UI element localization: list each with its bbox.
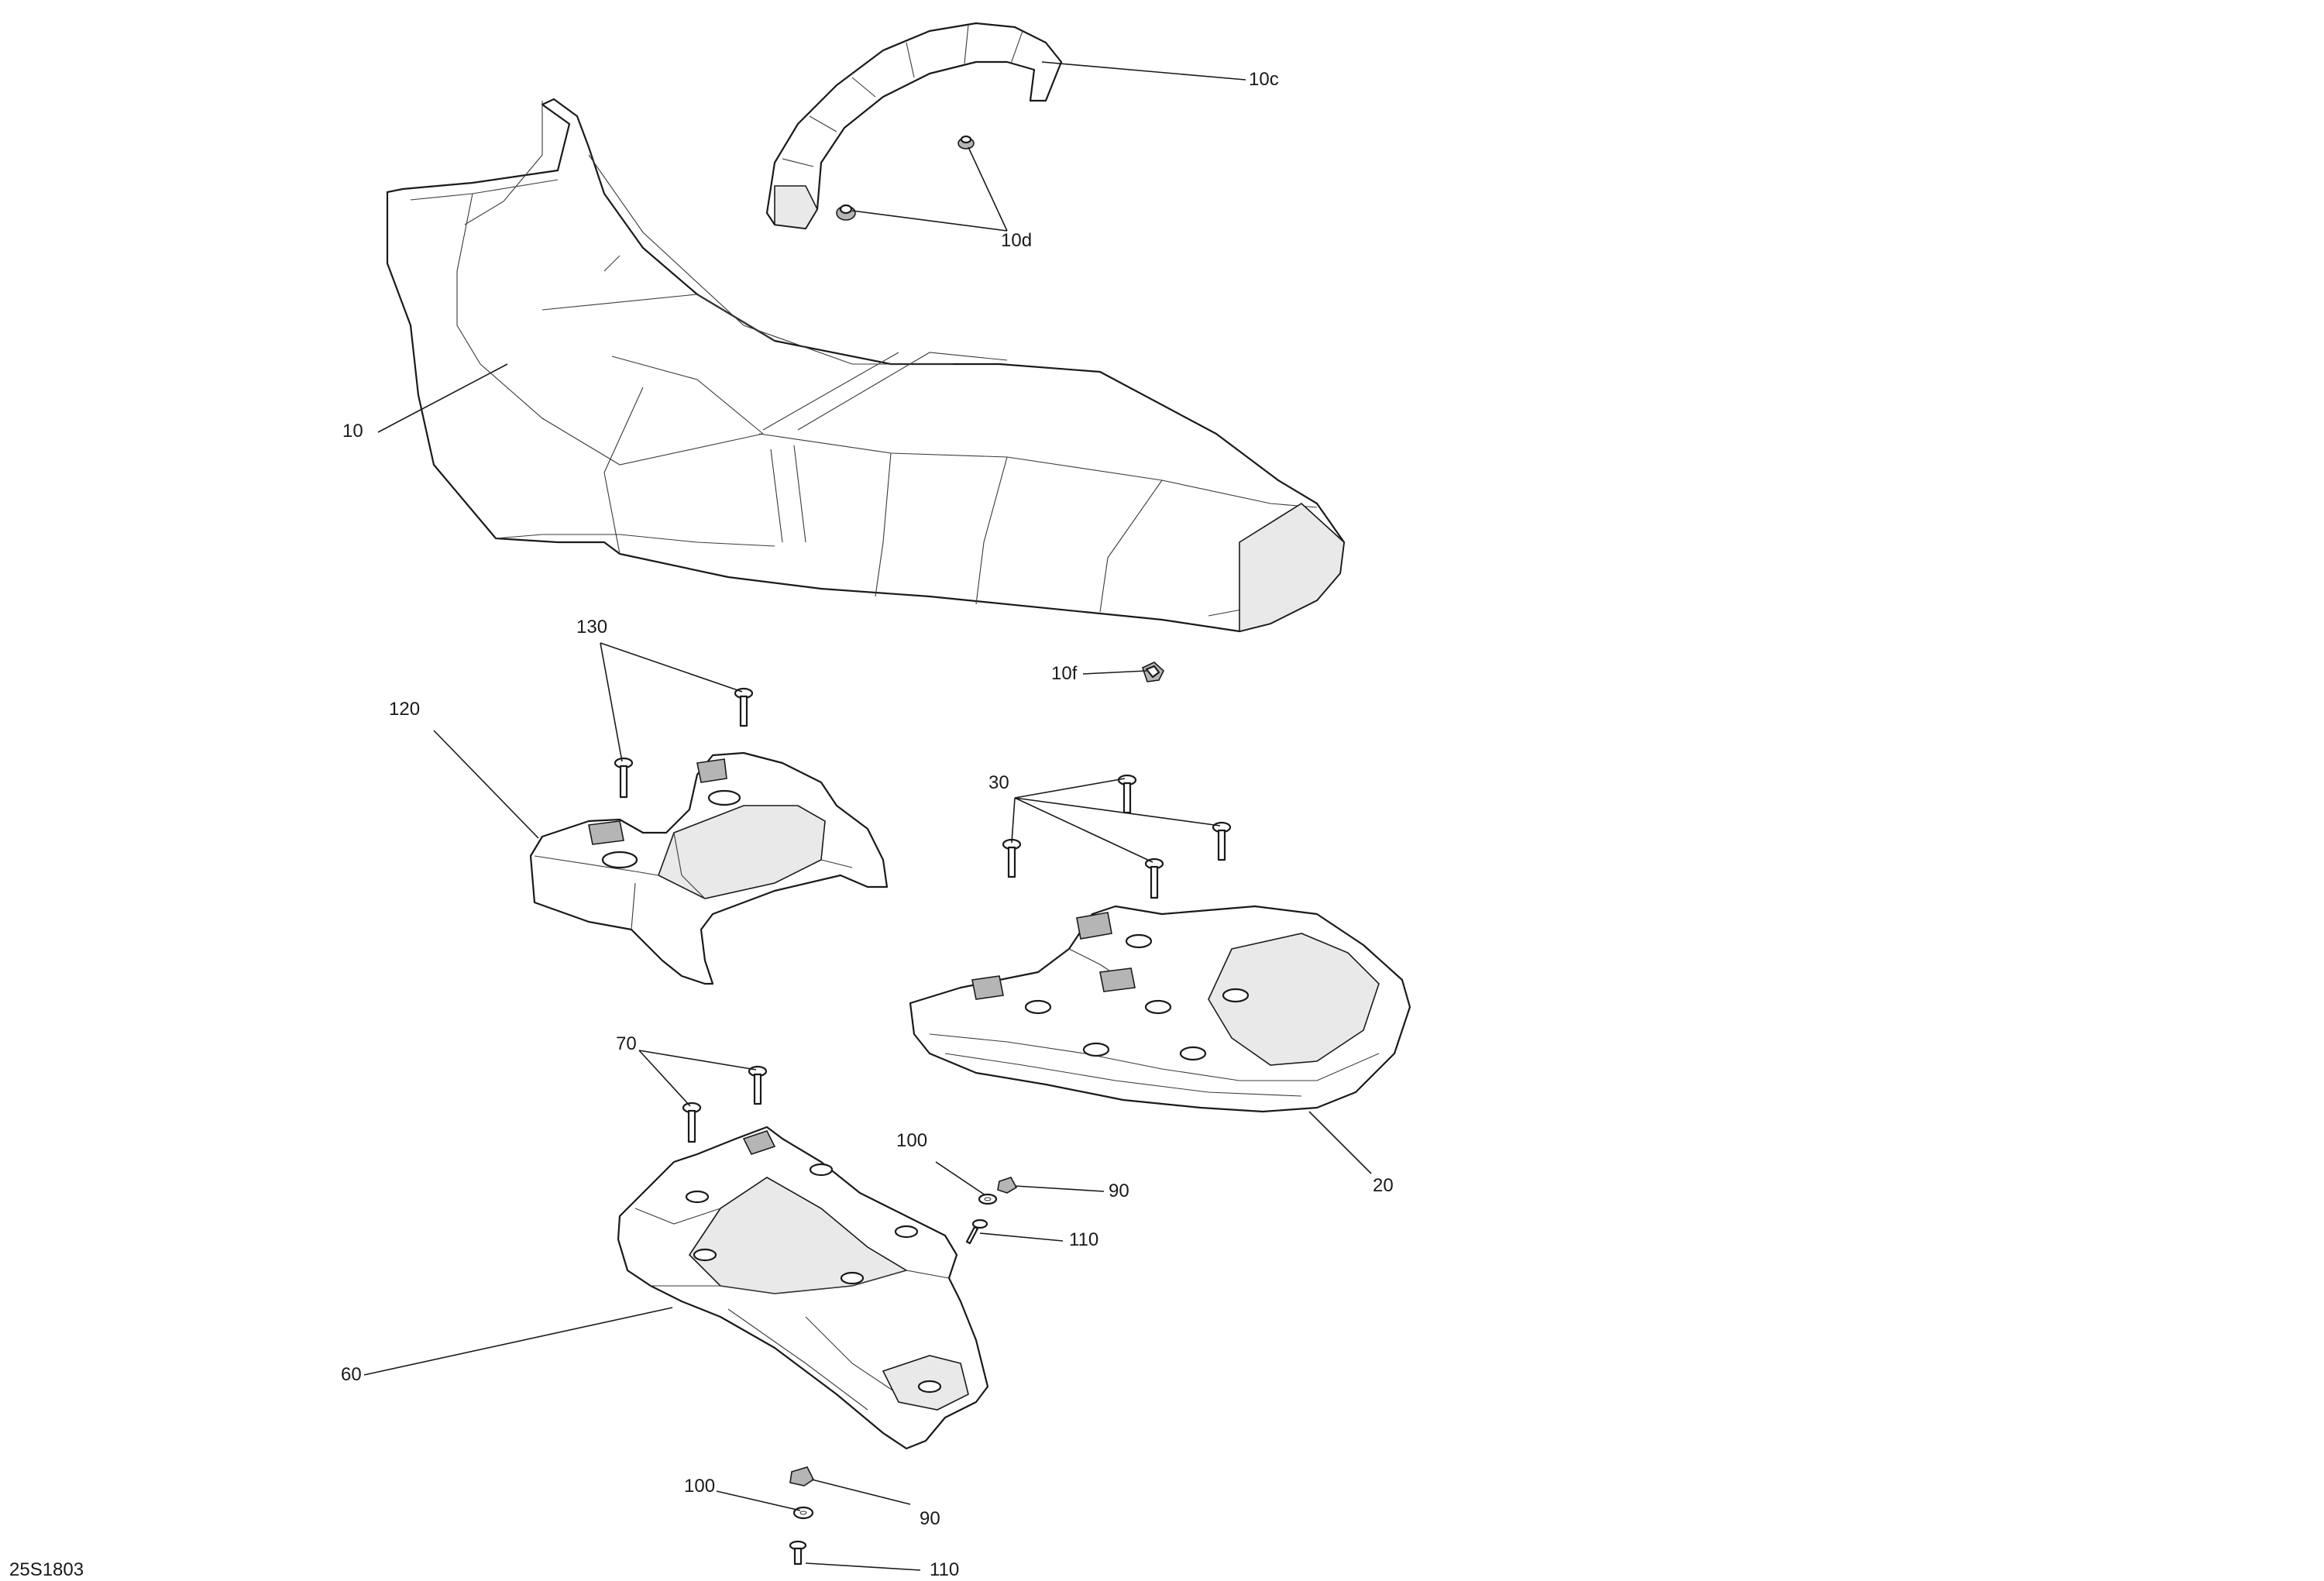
- screw-part-30-d[interactable]: [1144, 858, 1164, 899]
- callout-10c: 10c: [1249, 69, 1279, 90]
- callout-labels: 10 10c 10d 10f 130 120 30 20 70 100 90 1…: [9, 69, 1394, 1580]
- callout-100-a: 100: [896, 1130, 927, 1151]
- callout-90-b: 90: [920, 1508, 940, 1529]
- leader-lines: [363, 61, 1372, 1571]
- seat-part-10[interactable]: [386, 98, 1346, 633]
- callout-120: 120: [389, 699, 420, 720]
- rear-support-part-60[interactable]: [617, 1126, 989, 1450]
- callout-110-a: 110: [1069, 1229, 1098, 1250]
- clip-part-10d-b[interactable]: [836, 204, 856, 221]
- callout-20: 20: [1373, 1175, 1394, 1196]
- nut-part-90-b[interactable]: [789, 1466, 815, 1486]
- screw-part-70-b[interactable]: [682, 1102, 702, 1143]
- washer-part-100-b[interactable]: [792, 1506, 814, 1520]
- clip-part-10f[interactable]: [1142, 662, 1164, 682]
- screw-part-30-b[interactable]: [1212, 821, 1232, 861]
- grip-strap-part-10c[interactable]: [765, 22, 1063, 230]
- bolt-part-110-a[interactable]: [965, 1218, 988, 1245]
- callout-30: 30: [988, 772, 1009, 793]
- screw-part-130-b[interactable]: [614, 757, 634, 799]
- luggage-rack-part-20[interactable]: [909, 905, 1411, 1113]
- bolt-part-110-b[interactable]: [789, 1540, 807, 1566]
- callout-60: 60: [341, 1364, 362, 1385]
- nut-part-90-a[interactable]: [997, 1177, 1018, 1194]
- callout-10d: 10d: [1001, 230, 1032, 251]
- clip-part-10d-a[interactable]: [957, 135, 975, 150]
- screw-part-30-c[interactable]: [1002, 838, 1022, 878]
- storage-bin-part-120[interactable]: [529, 751, 889, 985]
- diagram-id-label: 25S1803: [9, 1559, 84, 1580]
- washer-part-100-a[interactable]: [978, 1193, 998, 1205]
- screw-part-30-a[interactable]: [1117, 774, 1137, 814]
- callout-100-b: 100: [684, 1476, 715, 1497]
- callout-110-b: 110: [930, 1559, 959, 1580]
- callout-90-a: 90: [1109, 1181, 1129, 1201]
- callout-10f: 10f: [1051, 663, 1078, 684]
- callout-10: 10: [342, 421, 363, 442]
- callout-130: 130: [576, 617, 607, 638]
- screw-part-70-a[interactable]: [748, 1065, 768, 1105]
- screw-part-130-a[interactable]: [734, 687, 754, 727]
- callout-70: 70: [616, 1033, 637, 1054]
